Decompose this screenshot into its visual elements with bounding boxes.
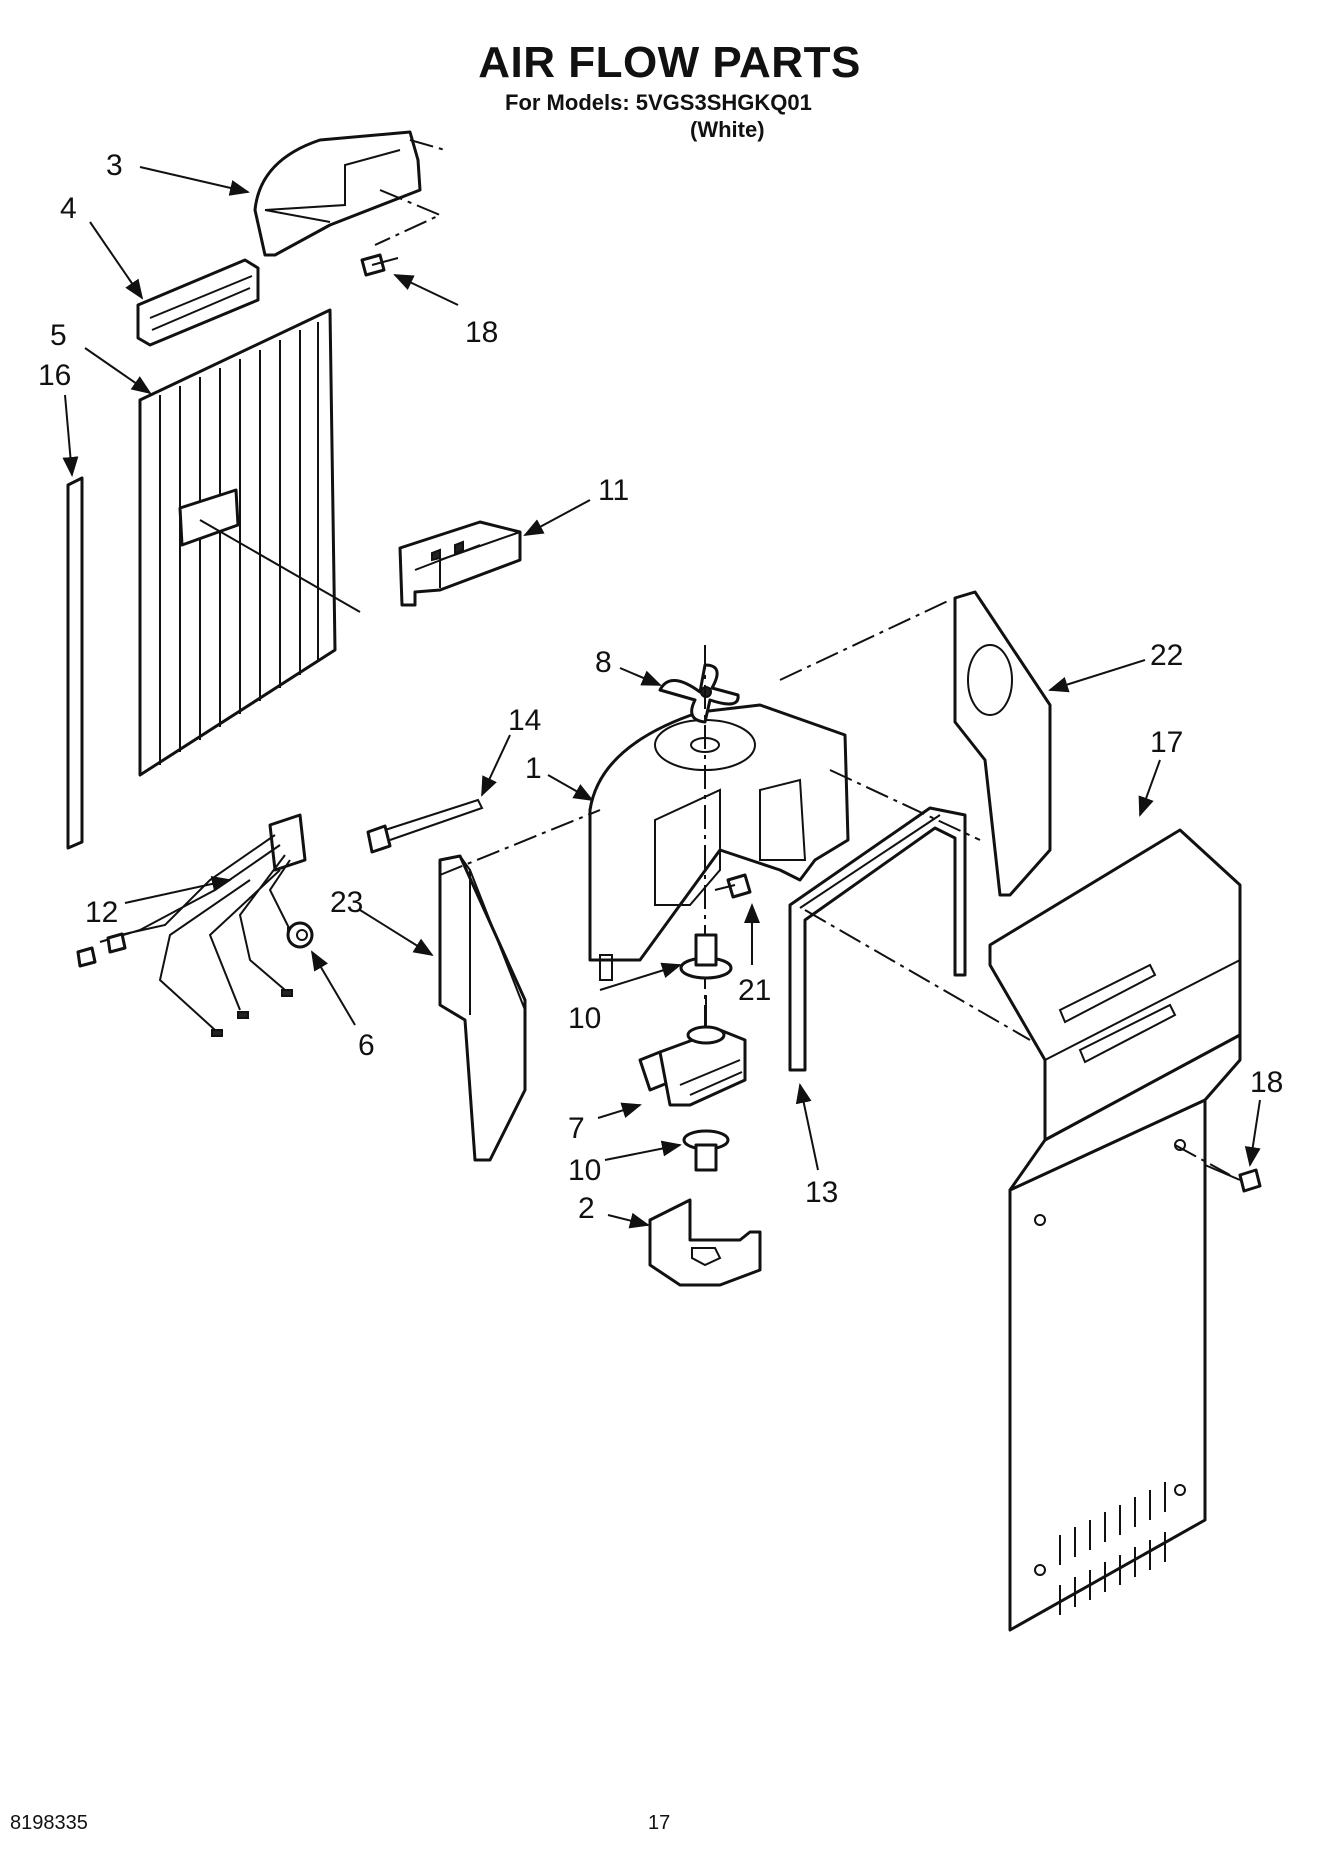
part-12-wire-harness [76, 813, 307, 1037]
callout-12: 12 [85, 896, 118, 929]
callout-18-right: 18 [1250, 1066, 1283, 1099]
callout-16: 16 [38, 359, 71, 392]
part-13-u-foam [788, 806, 967, 1072]
part-14-cable-tie [366, 798, 484, 854]
model-line: For Models: 5VGS3SHGKQ01 [505, 90, 812, 115]
part-22-rear-panel [953, 590, 1052, 897]
part-16-strip [66, 476, 84, 850]
callout-1: 1 [525, 752, 542, 785]
doc-number: 8198335 [10, 1812, 88, 1834]
callout-8: 8 [595, 646, 612, 679]
callout-23: 23 [330, 886, 363, 919]
part-10-bushing-upper [679, 933, 733, 980]
callout-10-lower: 10 [568, 1154, 601, 1187]
leader-3 [374, 139, 446, 246]
part-5-coil-cover [138, 308, 361, 777]
callout-2: 2 [578, 1192, 595, 1225]
callout-3: 3 [106, 149, 123, 182]
callout-17: 17 [1150, 726, 1183, 759]
callout-labels: 3 4 18 5 16 11 8 22 14 1 17 12 23 21 10 … [38, 149, 1283, 1225]
part-18-screw-right [1204, 1164, 1262, 1193]
part-2-motor-bracket [648, 1198, 762, 1287]
part-1-fan-housing [588, 703, 850, 981]
part-3-duct-cover [253, 130, 422, 257]
callout-22: 22 [1150, 639, 1183, 672]
part-10-bushing-lower [682, 1129, 730, 1172]
callout-13: 13 [805, 1176, 838, 1209]
part-4-grille [136, 258, 260, 347]
variant-line: (White) [690, 117, 765, 142]
callout-11: 11 [598, 474, 629, 507]
callout-18-top: 18 [465, 316, 498, 349]
page-title: AIR FLOW PARTS [478, 38, 861, 87]
part-21-screw [714, 873, 752, 899]
callout-14: 14 [508, 704, 541, 737]
callout-4: 4 [60, 192, 77, 225]
callout-7: 7 [568, 1112, 585, 1145]
part-18-screw-top [360, 253, 399, 277]
callout-10-upper: 10 [568, 1002, 601, 1035]
leader-lines [439, 599, 1231, 1176]
callout-5: 5 [50, 319, 67, 352]
part-7-motor [638, 995, 747, 1107]
callout-21: 21 [738, 974, 771, 1007]
part-17-air-duct [988, 828, 1242, 1632]
part-11-bracket [398, 520, 522, 607]
part-23-side-foam [438, 854, 527, 1162]
callout-6: 6 [358, 1029, 375, 1062]
page-number: 17 [648, 1812, 671, 1834]
callout-arrows [62, 166, 1261, 1229]
part-6-grommet [286, 921, 314, 949]
